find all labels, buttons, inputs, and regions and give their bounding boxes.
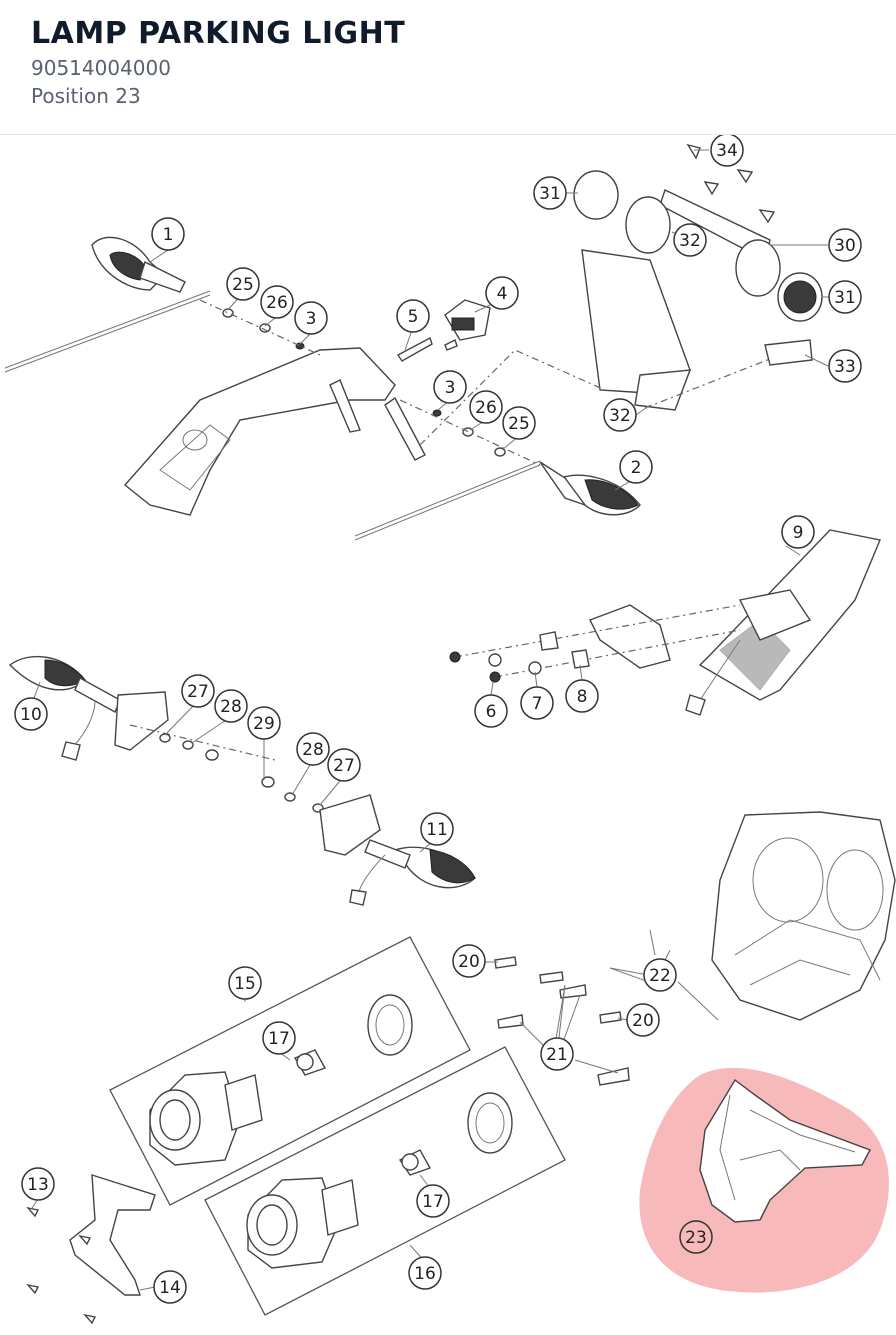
- svg-text:34: 34: [716, 141, 738, 161]
- front-left-indicator: [8, 655, 476, 906]
- headlight-housing: [711, 811, 896, 1021]
- leader-lines: [30, 149, 845, 1291]
- callout-20[interactable]: 20: [452, 944, 486, 978]
- callout-28[interactable]: 28: [214, 689, 248, 723]
- svg-text:9: 9: [793, 523, 804, 543]
- callout-32[interactable]: 32: [603, 398, 637, 432]
- svg-text:22: 22: [649, 966, 671, 986]
- header: LAMP PARKING LIGHT 90514004000 Position …: [0, 0, 896, 135]
- svg-text:1: 1: [163, 225, 174, 245]
- callout-9[interactable]: 9: [781, 515, 815, 549]
- svg-text:26: 26: [475, 398, 497, 418]
- part-number: 90514004000: [31, 56, 171, 80]
- callout-25[interactable]: 25: [502, 406, 536, 440]
- callout-26[interactable]: 26: [469, 390, 503, 424]
- callout-1[interactable]: 1: [151, 217, 185, 251]
- svg-text:21: 21: [546, 1045, 568, 1065]
- svg-text:29: 29: [253, 714, 275, 734]
- svg-text:25: 25: [232, 275, 254, 295]
- callout-32[interactable]: 32: [673, 223, 707, 257]
- svg-text:26: 26: [266, 293, 288, 313]
- callout-8[interactable]: 8: [565, 679, 599, 713]
- callout-34[interactable]: 34: [710, 135, 744, 167]
- svg-text:28: 28: [302, 740, 324, 760]
- callout-20[interactable]: 20: [626, 1003, 660, 1037]
- svg-text:17: 17: [422, 1192, 444, 1212]
- svg-text:14: 14: [159, 1278, 181, 1298]
- headlight-bracket: [26, 1174, 156, 1325]
- callout-6[interactable]: 6: [474, 694, 508, 728]
- svg-text:2: 2: [631, 458, 642, 478]
- svg-text:31: 31: [539, 184, 561, 204]
- callout-27[interactable]: 27: [327, 748, 361, 782]
- callout-7[interactable]: 7: [520, 686, 554, 720]
- callout-11[interactable]: 11: [420, 812, 454, 846]
- callout-10[interactable]: 10: [14, 697, 48, 731]
- rear-fender-assembly: [4, 143, 823, 541]
- svg-text:16: 16: [414, 1264, 436, 1284]
- callout-3[interactable]: 3: [433, 370, 467, 404]
- svg-text:4: 4: [497, 284, 508, 304]
- svg-text:28: 28: [220, 697, 242, 717]
- svg-text:6: 6: [486, 702, 497, 722]
- svg-text:11: 11: [426, 820, 448, 840]
- fastener-set: [494, 929, 719, 1086]
- parking-light-cover[interactable]: [699, 1078, 871, 1223]
- svg-text:3: 3: [445, 378, 456, 398]
- svg-text:3: 3: [306, 309, 317, 329]
- svg-text:15: 15: [234, 974, 256, 994]
- svg-text:10: 10: [20, 705, 42, 725]
- svg-text:32: 32: [679, 231, 701, 251]
- callout-3[interactable]: 3: [294, 301, 328, 335]
- callout-25[interactable]: 25: [226, 267, 260, 301]
- svg-text:23: 23: [685, 1228, 707, 1248]
- svg-text:7: 7: [532, 694, 543, 714]
- callout-22[interactable]: 22: [643, 958, 677, 992]
- svg-text:30: 30: [834, 236, 856, 256]
- svg-text:32: 32: [609, 406, 631, 426]
- svg-text:25: 25: [508, 414, 530, 434]
- callout-21[interactable]: 21: [540, 1037, 574, 1071]
- position-label: Position 23: [31, 84, 141, 108]
- svg-text:20: 20: [458, 952, 480, 972]
- svg-text:5: 5: [408, 307, 419, 327]
- callout-2[interactable]: 2: [619, 450, 653, 484]
- callout-33[interactable]: 33: [828, 349, 862, 383]
- callout-17[interactable]: 17: [262, 1021, 296, 1055]
- svg-text:27: 27: [187, 682, 209, 702]
- tail-light-assembly: [449, 529, 881, 716]
- callout-17[interactable]: 17: [416, 1184, 450, 1218]
- headlight-unit-16: [204, 1046, 566, 1316]
- callout-23[interactable]: 23: [679, 1220, 713, 1254]
- svg-text:33: 33: [834, 357, 856, 377]
- callout-29[interactable]: 29: [247, 706, 281, 740]
- svg-text:13: 13: [27, 1175, 49, 1195]
- callout-30[interactable]: 30: [828, 228, 862, 262]
- exploded-parts-diagram: 34 31 32 30 31 33 32 1 25 26 3 5 4 3 26 …: [4, 135, 896, 1325]
- svg-text:27: 27: [333, 756, 355, 776]
- svg-text:8: 8: [577, 687, 588, 707]
- svg-text:31: 31: [834, 288, 856, 308]
- callout-26[interactable]: 26: [260, 285, 294, 319]
- callout-14[interactable]: 14: [153, 1270, 187, 1304]
- callout-13[interactable]: 13: [21, 1167, 55, 1201]
- page-title: LAMP PARKING LIGHT: [31, 16, 406, 51]
- callout-15[interactable]: 15: [228, 966, 262, 1000]
- svg-text:20: 20: [632, 1011, 654, 1031]
- svg-text:17: 17: [268, 1029, 290, 1049]
- callout-31[interactable]: 31: [533, 176, 567, 210]
- callout-27[interactable]: 27: [181, 674, 215, 708]
- callout-31[interactable]: 31: [828, 280, 862, 314]
- callout-4[interactable]: 4: [485, 276, 519, 310]
- headlight-unit-15: [109, 936, 471, 1206]
- callout-28[interactable]: 28: [296, 732, 330, 766]
- callout-16[interactable]: 16: [408, 1256, 442, 1290]
- callout-5[interactable]: 5: [396, 299, 430, 333]
